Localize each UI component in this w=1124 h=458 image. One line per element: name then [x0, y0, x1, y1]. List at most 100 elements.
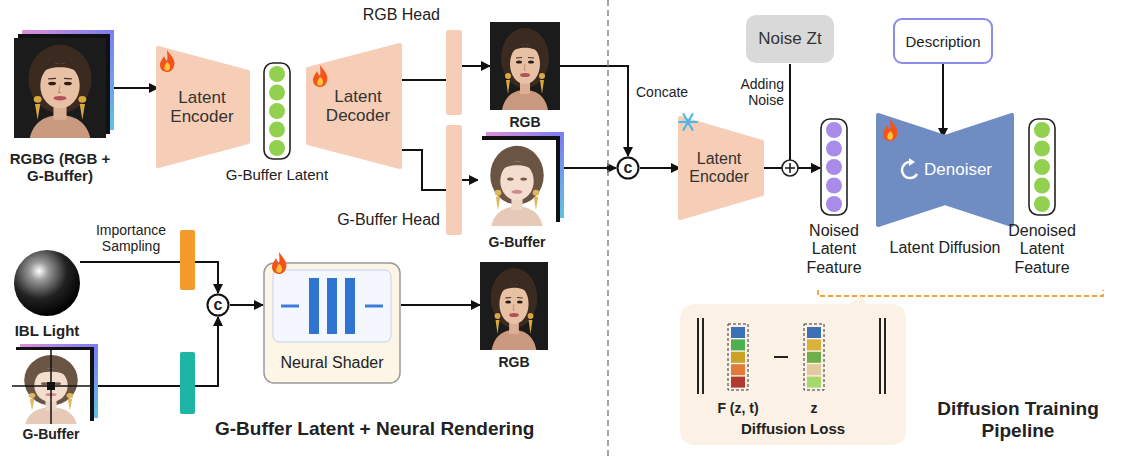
gbuffer-image-stack	[478, 132, 564, 226]
mlp-layer	[309, 278, 319, 334]
gbuffer-image-shape	[12, 350, 90, 424]
latent-column: G-Buffer Latent	[263, 62, 291, 160]
mlp-layer	[327, 278, 337, 334]
column-outline	[1029, 119, 1055, 215]
snowflake-icon	[684, 114, 693, 130]
node-text: Noise Zt	[749, 29, 831, 49]
flame-icon	[272, 252, 286, 274]
vector-cell	[731, 327, 745, 338]
neural-shader-box: Neural Shader	[263, 262, 401, 384]
connector-arrow	[80, 262, 218, 293]
cycle-icon	[909, 158, 915, 166]
latent-dot	[269, 85, 285, 101]
node-text: Denoiser	[924, 160, 1006, 180]
vector-cell	[731, 377, 745, 388]
connector-arrow	[462, 65, 490, 67]
input-image-shape	[14, 38, 106, 138]
latent-dot	[1034, 178, 1050, 194]
frozen-encoder-trapezoid: Latent Encoder	[680, 118, 762, 218]
bubble-shape	[680, 296, 906, 445]
add-symbol	[782, 160, 798, 176]
connector-arrow	[400, 150, 446, 190]
vector-outline	[728, 324, 748, 390]
node-text: Latent Diffusion	[880, 239, 1010, 257]
add-symbol	[782, 160, 798, 176]
ibl-light-shape	[14, 250, 80, 316]
edge-label: Adding Noise	[718, 76, 784, 108]
decoder-trapezoid: Latent Decoder	[308, 45, 400, 167]
section-divider	[607, 0, 609, 458]
node-text: G-Buffer Head	[318, 211, 440, 229]
shader-box	[264, 263, 400, 383]
node-text: G-Buffer Latent	[217, 166, 337, 183]
input-image-stack	[14, 30, 114, 138]
loss-bubble: F (z, t)zDiffusion Loss	[680, 304, 906, 445]
connector-arrow	[401, 304, 480, 306]
latent-dot	[269, 103, 285, 119]
head-bar-shape	[446, 30, 462, 115]
node-text: G-Buffer	[6, 426, 96, 442]
edge-label: Concate	[636, 84, 696, 100]
input-image-stack	[14, 38, 106, 138]
node-text: c	[616, 159, 640, 177]
edge-label: Importance Sampling	[84, 222, 178, 254]
rgb-image-shape	[490, 22, 560, 110]
connector-arrow	[400, 79, 446, 81]
gbuffer-image-shape	[478, 140, 556, 226]
trapezoid-shape	[158, 48, 248, 166]
head-bar-shape	[446, 125, 462, 235]
head-bar-shape	[446, 125, 462, 235]
vector-cell	[807, 364, 821, 375]
latent-dot	[269, 66, 285, 82]
node-text: z	[797, 400, 831, 416]
flame-icon	[313, 65, 327, 87]
connector-arrow	[556, 167, 616, 169]
section-divider	[608, 0, 609, 458]
flame-icon	[313, 65, 327, 87]
latent-dot	[1034, 122, 1050, 138]
node-text: G-Buffer	[472, 234, 562, 250]
flame-icon	[160, 50, 174, 72]
norm-bar	[702, 318, 704, 394]
vector-cell	[807, 327, 821, 338]
vector-cell	[807, 339, 821, 350]
feature-bar	[180, 230, 195, 290]
head-bar: G-Buffer Head	[446, 125, 462, 235]
flame-icon	[160, 50, 174, 72]
noise-box: Noise Zt	[745, 14, 835, 64]
box-shape	[894, 19, 992, 63]
node-text: Denoised Latent Feature	[997, 222, 1087, 277]
connector-arrow	[230, 304, 263, 306]
snowflake-icon	[684, 114, 693, 130]
minus-sign	[774, 356, 788, 358]
latent-dot	[826, 196, 842, 212]
node-text: RGBG (RGB + G-Buffer)	[4, 150, 116, 185]
flame-icon	[317, 77, 323, 86]
column-outline	[821, 119, 847, 215]
snowflake-icon	[686, 120, 691, 125]
gbuffer-image-stack	[12, 350, 90, 424]
connector-arrow	[942, 64, 944, 137]
vector-cell	[731, 352, 745, 363]
trapezoid-shape	[308, 45, 400, 167]
input-image: RGBG (RGB + G-Buffer)	[14, 38, 106, 138]
latent-dot	[826, 141, 842, 157]
connector-arrow	[640, 167, 680, 169]
latent-column-shape	[1028, 118, 1056, 216]
denoiser-shape	[878, 115, 1012, 225]
mlp-panel	[273, 270, 391, 342]
node-text: Latent Decoder	[322, 87, 394, 126]
latent-dot	[826, 178, 842, 194]
connector-arrow	[462, 179, 478, 181]
connector-arrow	[560, 66, 628, 156]
flame-icon	[883, 119, 897, 141]
rgb-image	[480, 262, 548, 350]
snow-icon	[679, 114, 697, 130]
norm-bar	[879, 318, 881, 394]
vector-cell	[807, 352, 821, 363]
node-text: Noised Latent Feature	[790, 222, 878, 277]
flame-icon	[272, 252, 286, 274]
node-text: c	[206, 296, 230, 314]
dashed-bracket	[818, 290, 1103, 296]
